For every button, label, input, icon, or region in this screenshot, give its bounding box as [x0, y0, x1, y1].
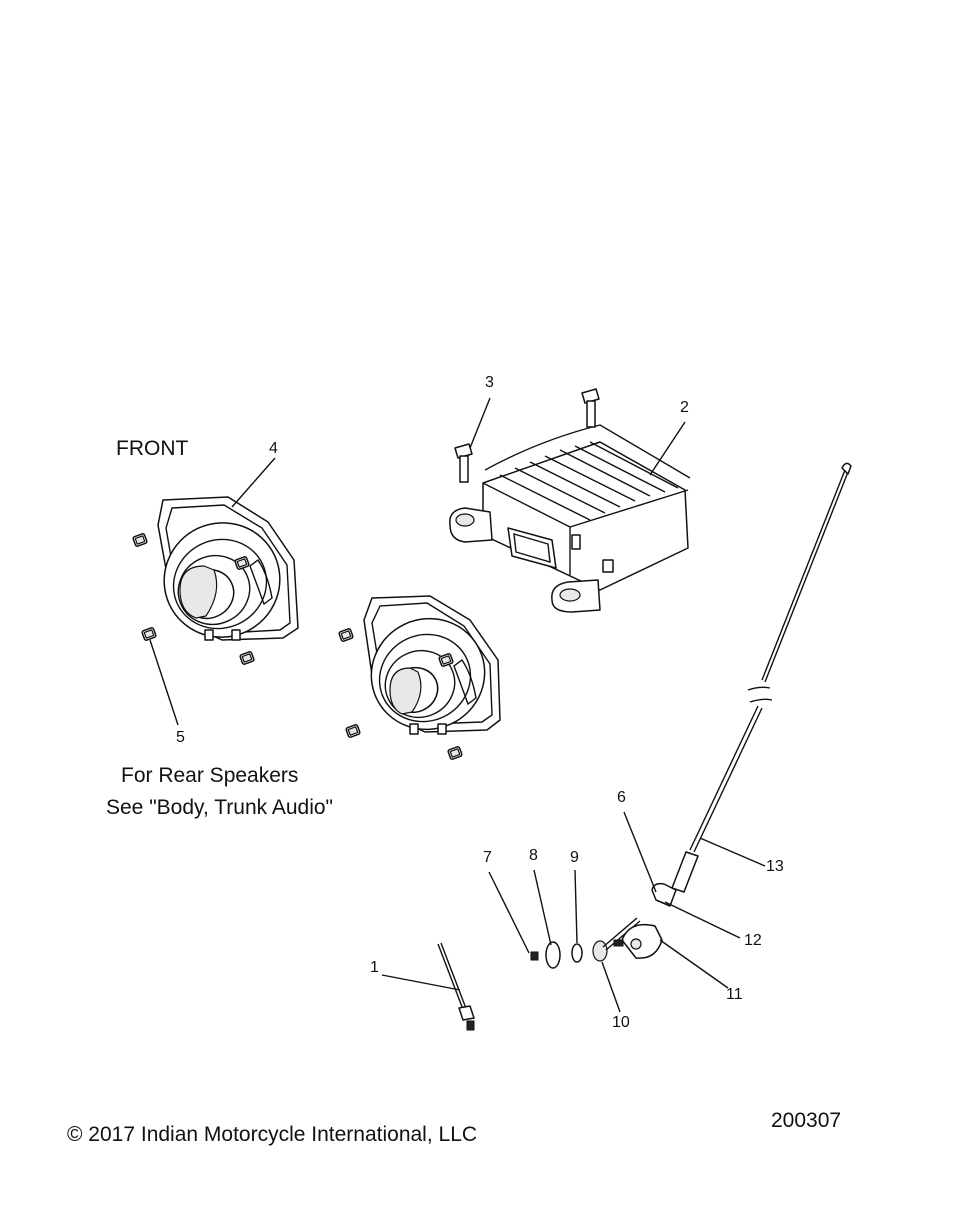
rear-speakers-note-line1: For Rear Speakers [121, 764, 299, 787]
antenna-mast [651, 462, 852, 907]
callout-2: 2 [680, 399, 689, 416]
callout-3: 3 [485, 374, 494, 391]
callout-5: 5 [176, 729, 185, 746]
callout-10: 10 [612, 1014, 630, 1031]
antenna-mount-hardware [530, 917, 663, 969]
callout-1: 1 [370, 959, 379, 976]
front-label: FRONT [116, 437, 189, 460]
screws-left-speaker [132, 533, 255, 665]
callout-13: 13 [766, 858, 784, 875]
callout-6: 6 [617, 789, 626, 806]
callout-11: 11 [726, 986, 743, 1003]
speaker-left [157, 496, 299, 641]
amplifier-module [449, 424, 691, 613]
diagram-number: 200307 [771, 1109, 842, 1132]
callout-8: 8 [529, 847, 538, 864]
callout-12: 12 [744, 932, 762, 949]
rear-speakers-note-line2: See "Body, Trunk Audio" [106, 796, 333, 819]
screws-right-speaker [338, 628, 463, 760]
cable-tie [437, 942, 475, 1031]
amplifier-bolts [454, 388, 600, 483]
callout-9: 9 [570, 849, 579, 866]
copyright-notice: © 2017 Indian Motorcycle International, … [67, 1123, 478, 1146]
callout-4: 4 [269, 440, 278, 457]
speaker-right [363, 595, 501, 735]
callout-leader-lines [149, 397, 766, 1013]
callout-7: 7 [483, 849, 492, 866]
